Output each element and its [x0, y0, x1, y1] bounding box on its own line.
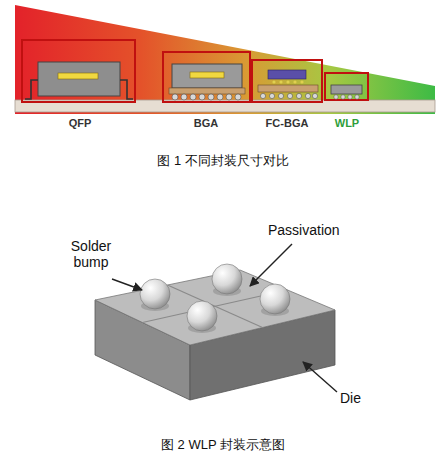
leader-line: [250, 244, 292, 286]
package-name: QFP: [69, 117, 92, 130]
figure-caption: 图 2 WLP 封装示意图: [161, 438, 285, 453]
package-name: BGA: [194, 117, 218, 130]
leader-line: [112, 279, 142, 290]
fc-bga-package: [252, 60, 322, 102]
part-label: Solder bump: [60, 238, 122, 270]
size-band: [15, 5, 435, 114]
part-label: Die: [340, 390, 361, 406]
leader-line: [303, 362, 337, 392]
package-name: FC-BGA: [266, 117, 309, 130]
solder-bump: [140, 264, 290, 333]
figure-caption: 图 1 不同封装尺寸对比: [157, 154, 288, 169]
qfp-package: [22, 40, 135, 102]
wlp-package: [325, 73, 368, 100]
wlp-die: [95, 270, 335, 400]
package-name: WLP: [335, 117, 359, 130]
bga-package: [163, 52, 250, 102]
part-label: Passivation: [268, 222, 340, 238]
